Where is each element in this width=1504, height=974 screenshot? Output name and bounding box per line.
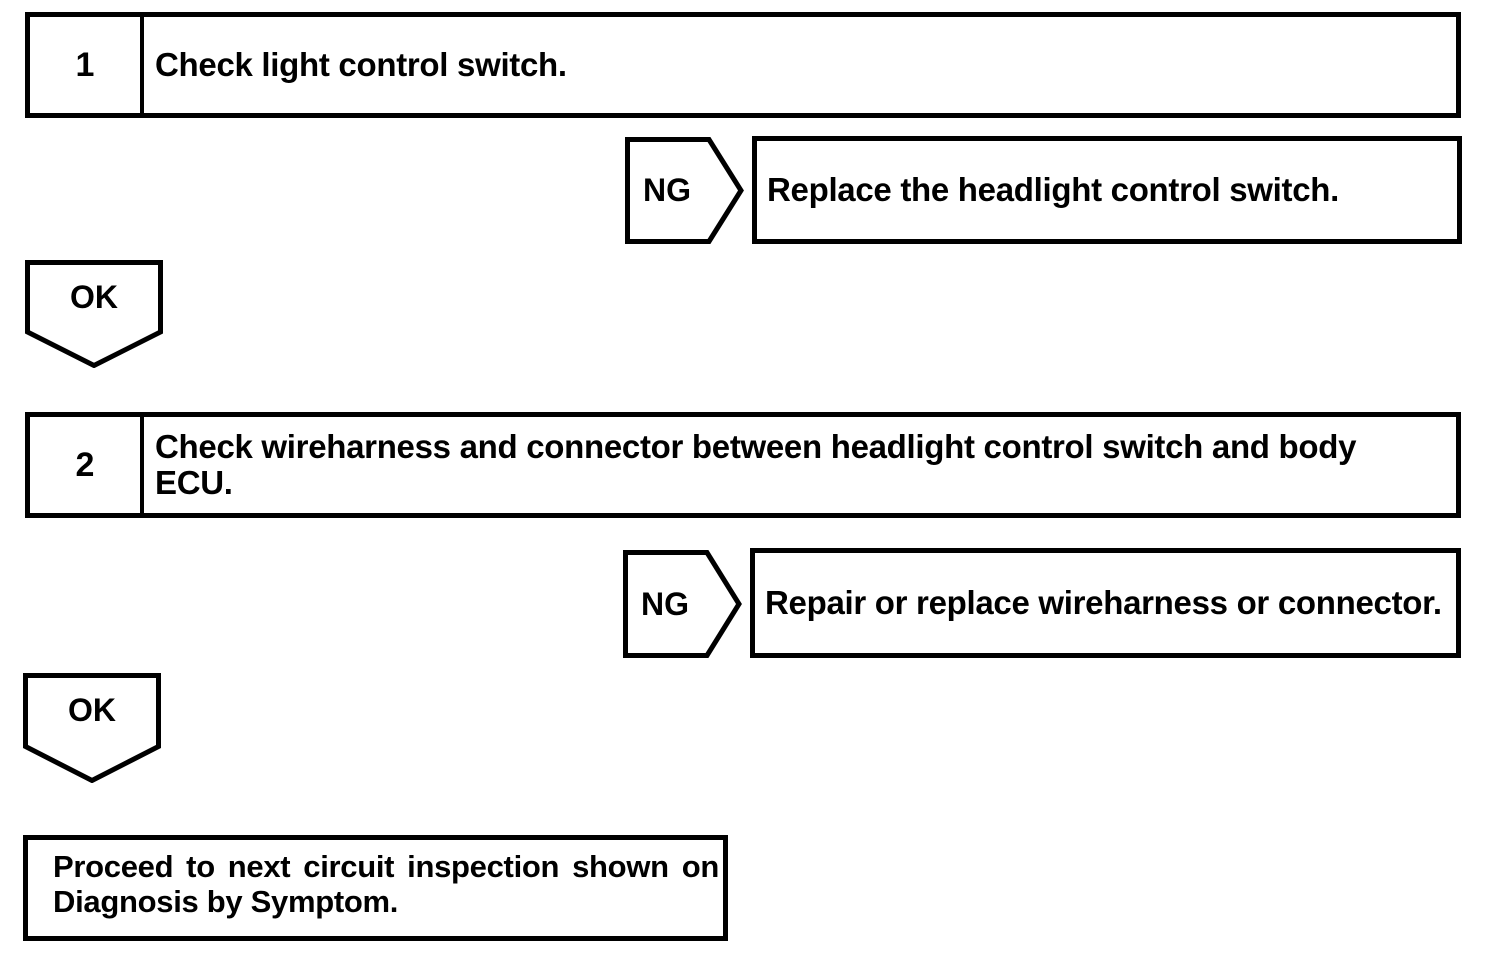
result-2-box: Repair or replace wireharness or connect… [750, 548, 1461, 658]
result-1-box: Replace the headlight control switch. [752, 136, 1462, 244]
step-2-instruction-line-2: ECU. [155, 464, 233, 501]
ok-connector-1: OK [25, 260, 163, 368]
ok-2-label: OK [68, 691, 116, 728]
ok-pentagon-down-icon [25, 260, 163, 368]
final-text-line-1: Proceed to next circuit inspection shown… [53, 849, 719, 884]
step-1-instruction-text: Check light control switch. [155, 46, 567, 83]
ng-pentagon-right-icon [623, 550, 742, 658]
step-1-number: 1 [30, 17, 144, 113]
ok-pentagon-down-icon [23, 673, 161, 783]
ng-connector-1: NG [625, 137, 744, 244]
step-1-box: 1 Check light control switch. [25, 12, 1461, 118]
step-2-instruction: Check wireharness and connector between … [144, 417, 1456, 513]
step-2-number: 2 [30, 417, 144, 513]
ng-connector-2: NG [623, 550, 742, 658]
ng-1-label: NG [643, 172, 691, 208]
step-2-box: 2 Check wireharness and connector betwee… [25, 412, 1461, 518]
ng-2-label: NG [641, 585, 689, 622]
step-1-instruction: Check light control switch. [144, 17, 1456, 113]
result-1-text: Replace the headlight control switch. [767, 171, 1339, 208]
ok-1-label: OK [70, 278, 118, 315]
ng-pentagon-right-icon [625, 137, 744, 244]
final-box: Proceed to next circuit inspection shown… [23, 835, 728, 941]
ok-connector-2: OK [23, 673, 161, 783]
result-2-text: Repair or replace wireharness or connect… [765, 584, 1442, 621]
step-2-instruction-line-1: Check wireharness and connector between … [155, 428, 1357, 465]
final-text-line-2: Diagnosis by Symptom. [53, 884, 399, 919]
